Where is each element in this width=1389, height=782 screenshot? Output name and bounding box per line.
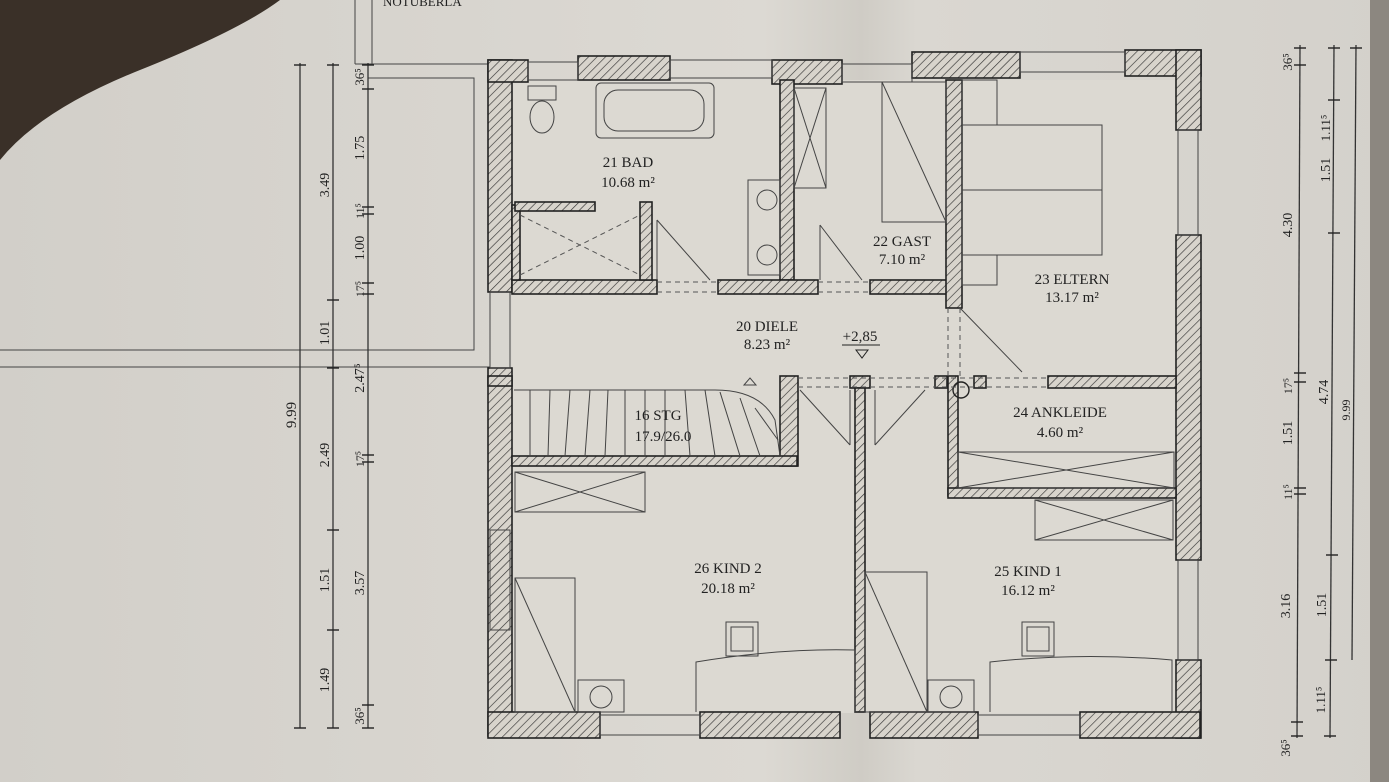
dimension-label: 4.74 (1317, 380, 1332, 405)
room-name-kind2: 26 KIND 2 (694, 561, 762, 577)
dimension-label: 1.51 (1319, 158, 1334, 183)
door-swings (656, 219, 1023, 446)
room-area-ankleide: 4.60 m² (1037, 425, 1084, 441)
room-name-stg: 16 STG (634, 408, 681, 424)
room-area-kind1: 16.12 m² (1001, 583, 1055, 599)
room-name-gast: 22 GAST (873, 234, 931, 250)
level-marker: +2,85 (843, 329, 878, 345)
dimension-label: 17⁵ (353, 281, 367, 297)
inner-walls (487, 79, 1177, 713)
room-name-diele: 20 DIELE (736, 319, 798, 335)
room-labels: 21 BAD 10.68 m² 22 GAST 7.10 m² 23 ELTER… (601, 155, 1109, 599)
dimension-label: 11⁵ (1281, 484, 1295, 500)
room-area-kind2: 20.18 m² (701, 581, 755, 597)
dimension-label: 11⁵ (353, 203, 367, 219)
paper-edge (1370, 0, 1389, 782)
dimension-label: 36⁵ (352, 68, 367, 86)
room-name-kind1: 25 KIND 1 (994, 564, 1062, 580)
dimension-label: 1.01 (318, 321, 333, 346)
terrace-outline (0, 63, 490, 368)
top-note: NOTÜBERLA (354, 0, 462, 64)
dimension-label: 3.49 (318, 173, 333, 198)
room-area-diele: 8.23 m² (744, 337, 791, 353)
dimension-label: 36⁵ (1278, 739, 1293, 757)
dimension-label: 2.49 (318, 443, 333, 468)
fixtures (514, 79, 1175, 713)
room-area-gast: 7.10 m² (879, 252, 926, 268)
room-area-eltern: 13.17 m² (1045, 290, 1099, 306)
dimension-label: 2.47⁵ (353, 363, 368, 393)
dimension-label: 1.49 (318, 668, 333, 693)
dimension-label: 1.51 (1281, 421, 1296, 446)
left-dimensions: 9.99 3.49 1.01 2.49 1.51 1.49 36⁵ 1.75 1… (284, 63, 374, 729)
dimension-label: 1.11⁵ (1313, 687, 1328, 714)
dimension-label: 1.51 (1315, 593, 1330, 618)
door-thresholds (519, 214, 1048, 388)
dark-corner-shadow (0, 0, 280, 160)
room-area-stg: 17.9/26.0 (635, 429, 692, 445)
room-area-bad: 10.68 m² (601, 175, 655, 191)
dimension-label: 17⁵ (353, 451, 367, 467)
dimension-label: 3.16 (1279, 594, 1294, 619)
dimension-label: 36⁵ (352, 707, 367, 725)
right-dimensions: 36⁵ 4.30 17⁵ 1.51 11⁵ 3.16 36⁵ 1.11⁵ 1.5… (1278, 44, 1362, 757)
outer-walls (487, 49, 1202, 739)
dimension-label: 3.57 (353, 571, 368, 596)
floor-plan: 21 BAD 10.68 m² 22 GAST 7.10 m² 23 ELTER… (487, 49, 1202, 739)
room-name-ankleide: 24 ANKLEIDE (1013, 405, 1107, 421)
dimension-label: 1.00 (353, 236, 368, 261)
dimension-label: 1.75 (353, 136, 368, 161)
dimension-label: 17⁵ (1281, 378, 1295, 394)
room-name-bad: 21 BAD (603, 155, 654, 171)
dimension-label: 4.30 (1281, 213, 1296, 238)
dimension-label: 9.99 (1339, 400, 1353, 421)
top-note-text: NOTÜBERLA (383, 0, 462, 9)
dimension-label: 1.51 (318, 568, 333, 593)
dimension-label: 1.11⁵ (1318, 115, 1333, 142)
room-name-eltern: 23 ELTERN (1035, 272, 1110, 288)
staircase (514, 377, 781, 457)
level-triangle-icon (855, 349, 869, 359)
dimension-label: 9.99 (284, 402, 300, 428)
dimension-label: 36⁵ (1280, 53, 1295, 71)
